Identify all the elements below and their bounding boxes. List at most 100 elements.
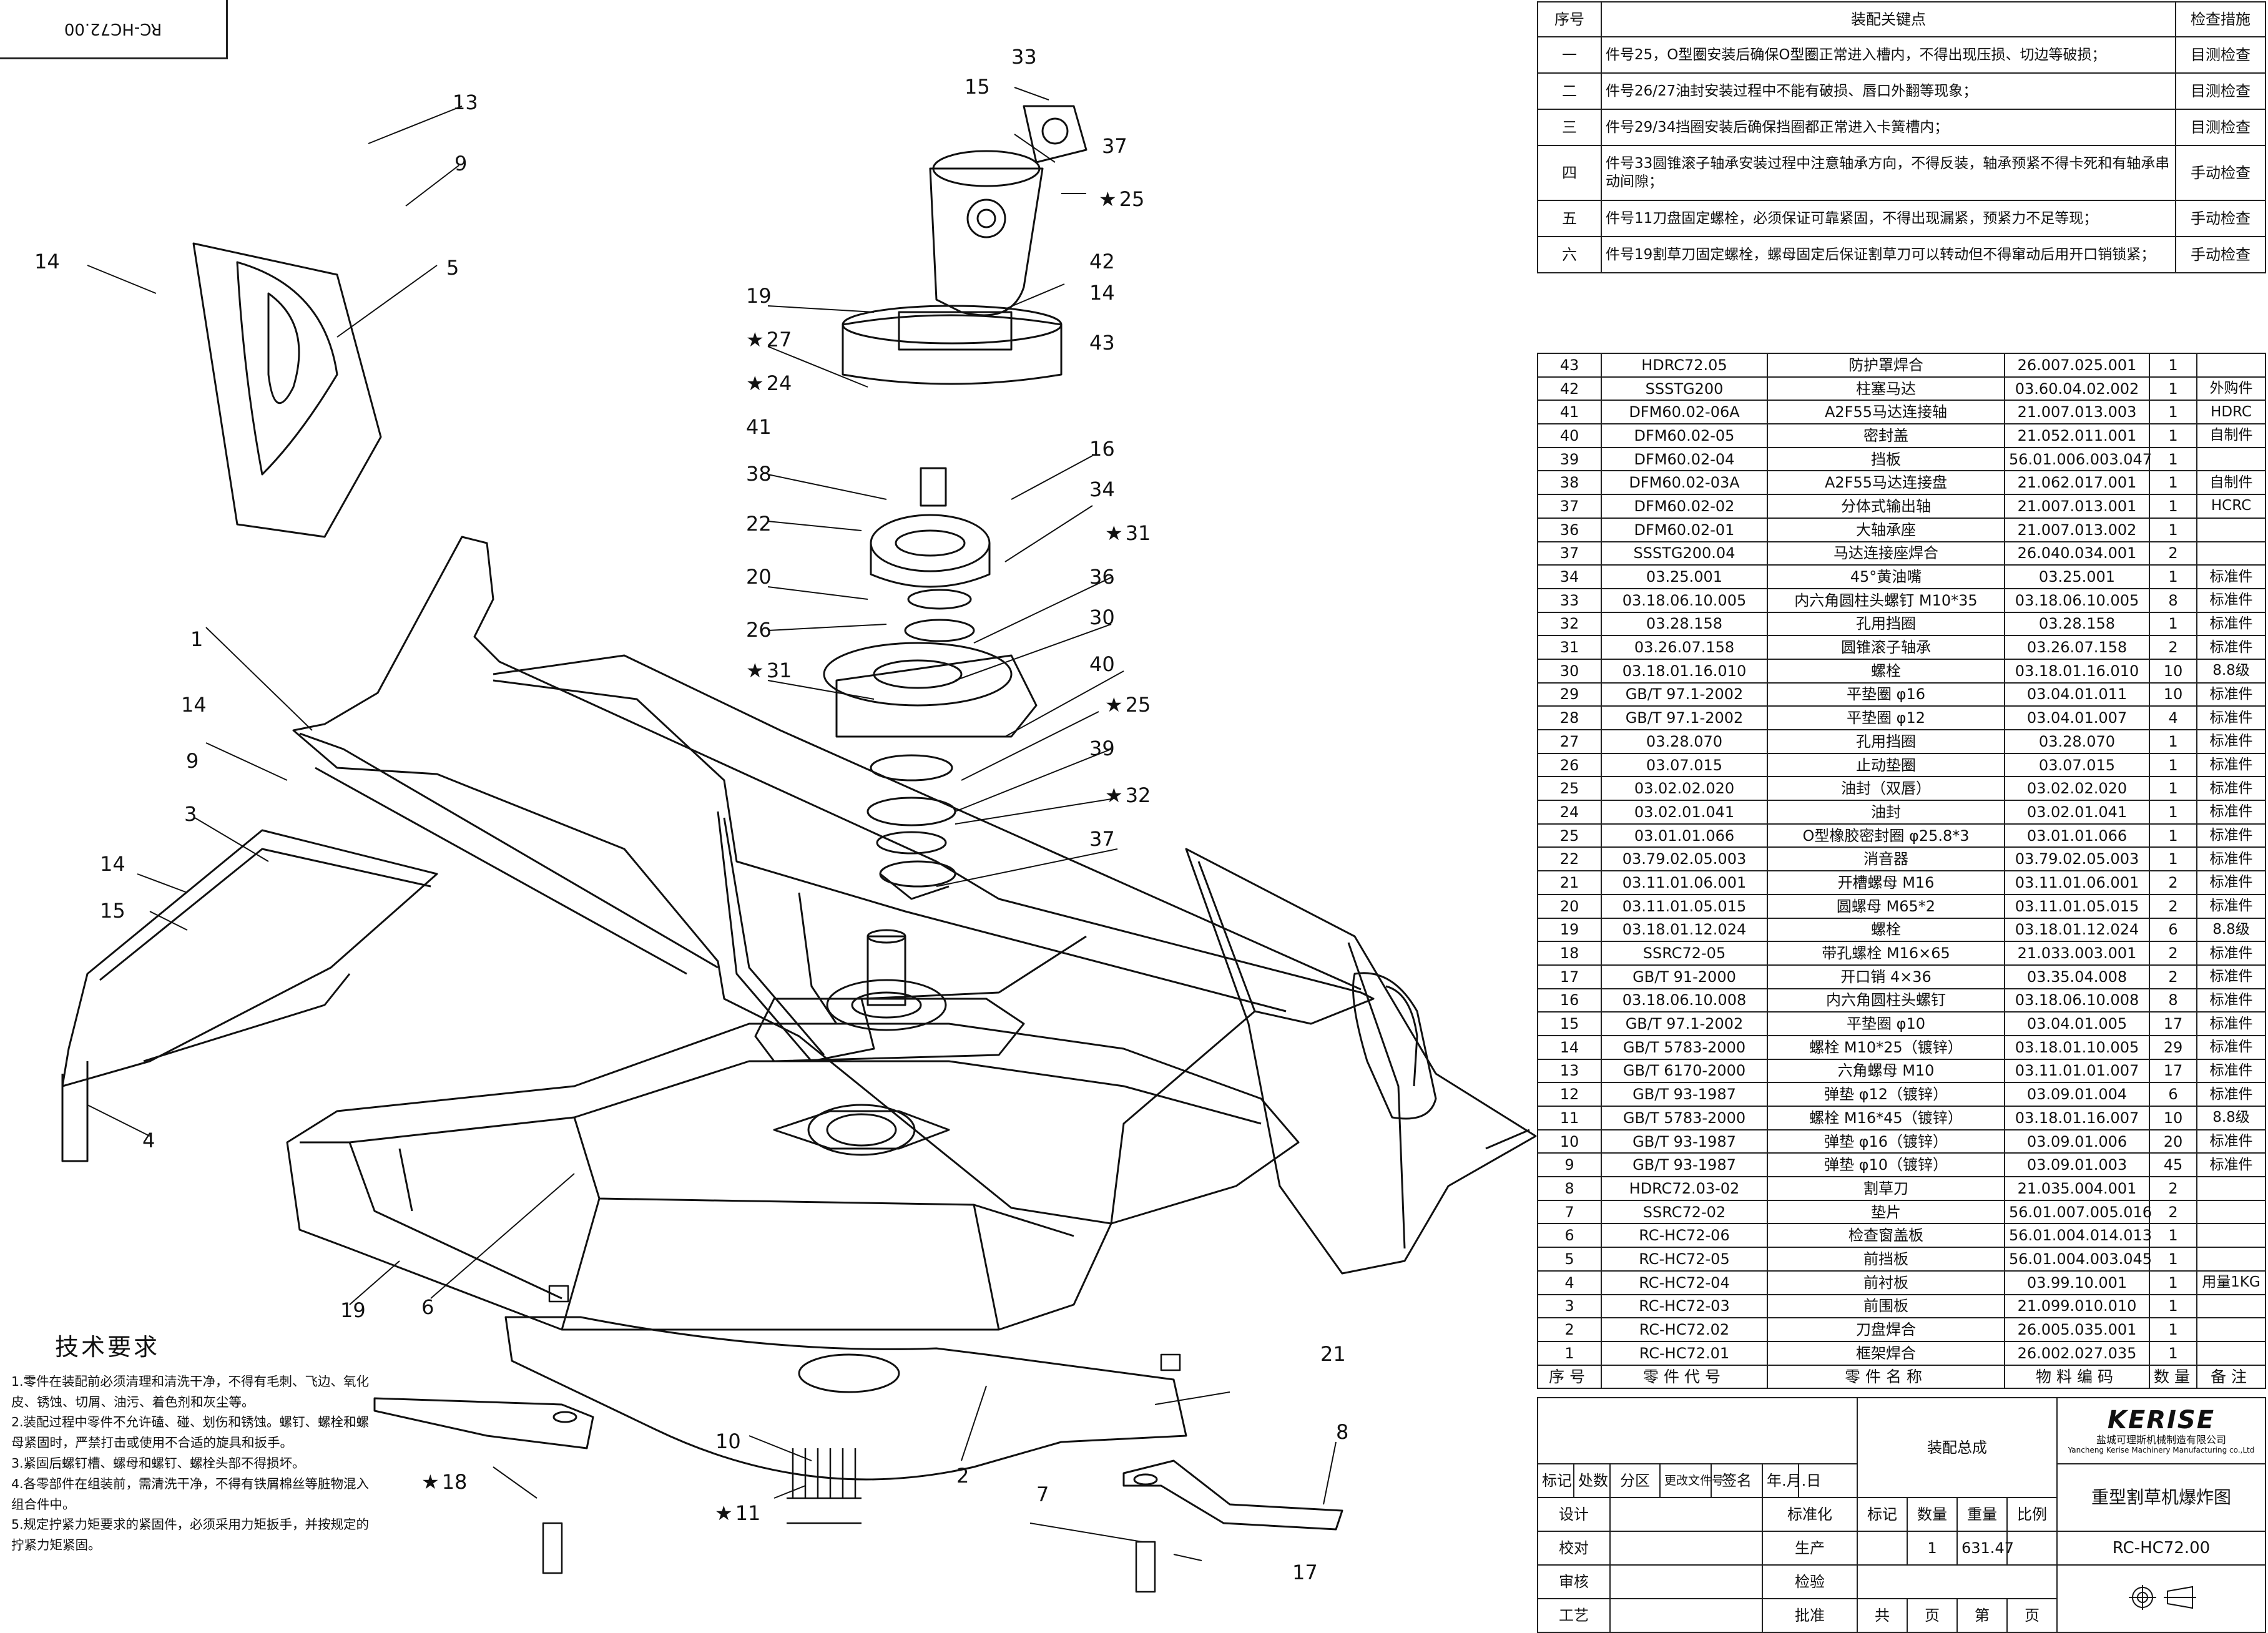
bom-material-code: 03.18.01.16.010: [2004, 658, 2150, 684]
balloon: 9: [186, 749, 199, 773]
bom-no: 37: [1537, 541, 1602, 566]
bom-name: 检查窗盖板: [1767, 1223, 2005, 1248]
front-panel: [192, 242, 382, 538]
bom-no: 38: [1537, 470, 1602, 496]
tb-check: 校对: [1537, 1531, 1611, 1566]
bom-qty: 2: [2149, 964, 2197, 989]
bom-no: 27: [1537, 729, 1602, 754]
bom-remark: 标准件: [2196, 846, 2266, 872]
bom-qty: 17: [2149, 1058, 2197, 1084]
tb-scale-value: [2006, 1531, 2058, 1566]
bom-material-code: 21.099.010.010: [2004, 1293, 2150, 1319]
balloon: 13: [453, 91, 478, 114]
bom-no: 41: [1537, 400, 1602, 425]
balloon: 38: [746, 462, 772, 486]
bom-name: 前衬板: [1767, 1270, 2005, 1295]
kp-header-point: 装配关键点: [1601, 1, 2176, 37]
bom-no: 33: [1537, 587, 1602, 613]
bom-remark: 标准件: [2196, 611, 2266, 637]
bom-qty: 10: [2149, 658, 2197, 684]
bom-material-code: 03.28.070: [2004, 729, 2150, 754]
bom-code: SSSTG200.04: [1601, 541, 1768, 566]
bom-qty: 1: [2149, 1270, 2197, 1295]
balloon: ★31: [746, 659, 792, 682]
bom-code: HDRC72.03-02: [1601, 1176, 1768, 1201]
tb-check-value: [1609, 1531, 1763, 1566]
balloon: ★25: [1099, 187, 1145, 211]
bom-name: 垫片: [1767, 1199, 2005, 1225]
bom-qty: 10: [2149, 682, 2197, 707]
balloon: 36: [1089, 565, 1115, 589]
bom-no: 7: [1537, 1199, 1602, 1225]
tb-date: 年.月.日: [1762, 1463, 1821, 1498]
bom-no: 6: [1537, 1223, 1602, 1248]
bom-qty: 1: [2149, 846, 2197, 872]
bom-code: 03.01.01.066: [1601, 823, 1768, 848]
bom-name: O型橡胶密封圈 φ25.8*3: [1767, 823, 2005, 848]
company-logo-cell: KERISE 盐城可理斯机械制造有限公司 Yancheng Kerise Mac…: [2056, 1397, 2266, 1464]
bom-qty: 1: [2149, 423, 2197, 448]
bom-code: 03.18.06.10.005: [1601, 587, 1768, 613]
tech-item: 2.装配过程中零件不允许磕、碰、划伤和锈蚀。螺钉、螺栓和螺母紧固时，严禁打击或使…: [11, 1415, 370, 1451]
bom-qty: 2: [2149, 1176, 2197, 1201]
bom-code: DFM60.02-05: [1601, 423, 1768, 448]
bom-name: 45°黄油嘴: [1767, 564, 2005, 589]
kp-text: 件号26/27油封安装过程中不能有破损、唇口外翻等现象；: [1601, 72, 2176, 110]
bom-code: DFM60.02-01: [1601, 517, 1768, 542]
bom-material-code: 03.99.10.001: [2004, 1270, 2150, 1295]
bom-no: 36: [1537, 517, 1602, 542]
bom-no: 15: [1537, 1011, 1602, 1036]
tb-inspect: 检验: [1762, 1564, 1858, 1599]
bom-code: 03.02.01.041: [1601, 800, 1768, 825]
kp-text: 件号29/34挡圈安装后确保挡圈都正常进入卡簧槽内；: [1601, 109, 2176, 146]
bom-name: 柱塞马达: [1767, 376, 2005, 401]
bom-name: 平垫圈 φ12: [1767, 705, 2005, 730]
bom-material-code: 03.04.01.011: [2004, 682, 2150, 707]
bom-qty: 1: [2149, 1223, 2197, 1248]
bom-no: 32: [1537, 611, 1602, 637]
bom-code: GB/T 93-1987: [1601, 1082, 1768, 1107]
star-icon: ★: [1105, 783, 1123, 807]
bom-name: 带孔螺栓 M16×65: [1767, 941, 2005, 966]
bom-remark: 标准件: [2196, 564, 2266, 589]
company-name-cn: 盐城可理斯机械制造有限公司: [2096, 1434, 2226, 1446]
bom-remark: [2196, 1340, 2266, 1366]
bom-qty: 1: [2149, 470, 2197, 496]
front-guard: [61, 829, 438, 1162]
bom-name: 前围板: [1767, 1293, 2005, 1319]
bom-name: 油封（双唇）: [1767, 776, 2005, 802]
bom-material-code: 03.04.01.007: [2004, 705, 2150, 730]
bom-name: 密封盖: [1767, 423, 2005, 448]
kp-text: 件号11刀盘固定螺栓，必须保证可靠紧固，不得出现漏紧，预紧力不足等现；: [1601, 200, 2176, 237]
balloon: 16: [1089, 437, 1115, 461]
tb-scale: 比例: [2006, 1497, 2058, 1532]
bom-name: 孔用挡圈: [1767, 611, 2005, 637]
bom-name: 分体式输出轴: [1767, 494, 2005, 519]
bom-code: 03.26.07.158: [1601, 635, 1768, 660]
balloon: 21: [1320, 1342, 1346, 1366]
bom-material-code: 03.02.02.020: [2004, 776, 2150, 802]
bom-qty: 2: [2149, 893, 2197, 919]
balloon: 40: [1089, 652, 1115, 676]
bom-name: 割草刀: [1767, 1176, 2005, 1201]
kp-text: 件号33圆锥滚子轴承安装过程中注意轴承方向，不得反装，轴承预紧不得卡死和有轴承串…: [1601, 145, 2176, 201]
bom-no: 18: [1537, 941, 1602, 966]
bom-name: 开口销 4×36: [1767, 964, 2005, 989]
tb-qty-value: 1: [1907, 1531, 1958, 1566]
bom-no: 28: [1537, 705, 1602, 730]
tb-design: 设计: [1537, 1497, 1611, 1532]
balloon: ★32: [1105, 783, 1151, 807]
bom-no: 3: [1537, 1293, 1602, 1319]
balloon: 7: [1036, 1483, 1049, 1506]
bom-material-code: 03.60.04.02.002: [2004, 376, 2150, 401]
projection-symbol: [2056, 1564, 2266, 1633]
